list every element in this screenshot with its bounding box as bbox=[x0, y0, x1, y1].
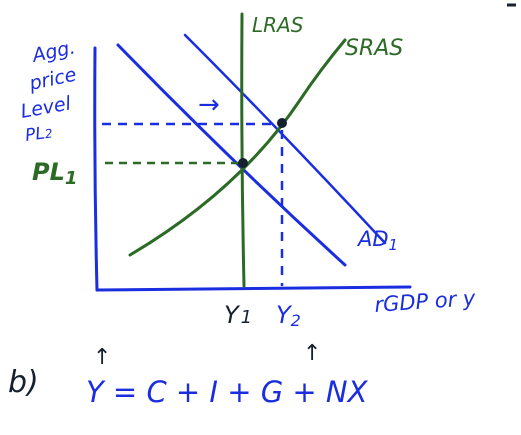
ad2-curve bbox=[183, 33, 387, 245]
equilibrium-point-2 bbox=[277, 118, 287, 128]
pl1-label: PL1 bbox=[32, 158, 77, 189]
x-axis bbox=[95, 285, 412, 292]
x-axis-label: rGDP or y bbox=[374, 286, 477, 317]
pl1-label-subscript: 1 bbox=[65, 168, 78, 189]
shift-arrow: → bbox=[198, 90, 220, 120]
y-axis-label-line-1: Agg. bbox=[29, 36, 78, 67]
y2-label: Y2 bbox=[276, 301, 301, 330]
nx-up-arrow: ↑ bbox=[303, 341, 321, 366]
y2-label-subscript: 2 bbox=[291, 311, 301, 330]
lras-label: LRAS bbox=[252, 13, 304, 37]
pl2-label-main: PL bbox=[24, 123, 46, 146]
gdp-equation: Y = C + I + G + NX bbox=[86, 375, 369, 409]
ad1-label-main: AD bbox=[356, 227, 389, 251]
sras-curve bbox=[128, 38, 347, 257]
y-axis bbox=[93, 46, 99, 292]
y1-label-subscript: 1 bbox=[241, 307, 252, 328]
y-axis-label-line-2: price bbox=[26, 64, 78, 96]
y-up-arrow: ↑ bbox=[93, 345, 111, 370]
sras-label: SRAS bbox=[345, 36, 403, 61]
y2-label-main: Y bbox=[276, 301, 293, 329]
ad1-label: AD1 bbox=[356, 227, 398, 254]
y-axis-label-line-3: Level bbox=[19, 92, 73, 123]
ad1-curve bbox=[116, 43, 347, 267]
pl2-label: PL2 bbox=[24, 122, 54, 146]
lras-curve bbox=[240, 12, 246, 288]
pl1-label-main: PL bbox=[32, 158, 65, 186]
pl2-label-subscript: 2 bbox=[44, 126, 54, 141]
part-label: b) bbox=[8, 365, 39, 400]
ad1-label-subscript: 1 bbox=[389, 236, 399, 254]
y1-label-main: Y bbox=[224, 301, 241, 329]
equilibrium-point-1 bbox=[238, 158, 248, 168]
